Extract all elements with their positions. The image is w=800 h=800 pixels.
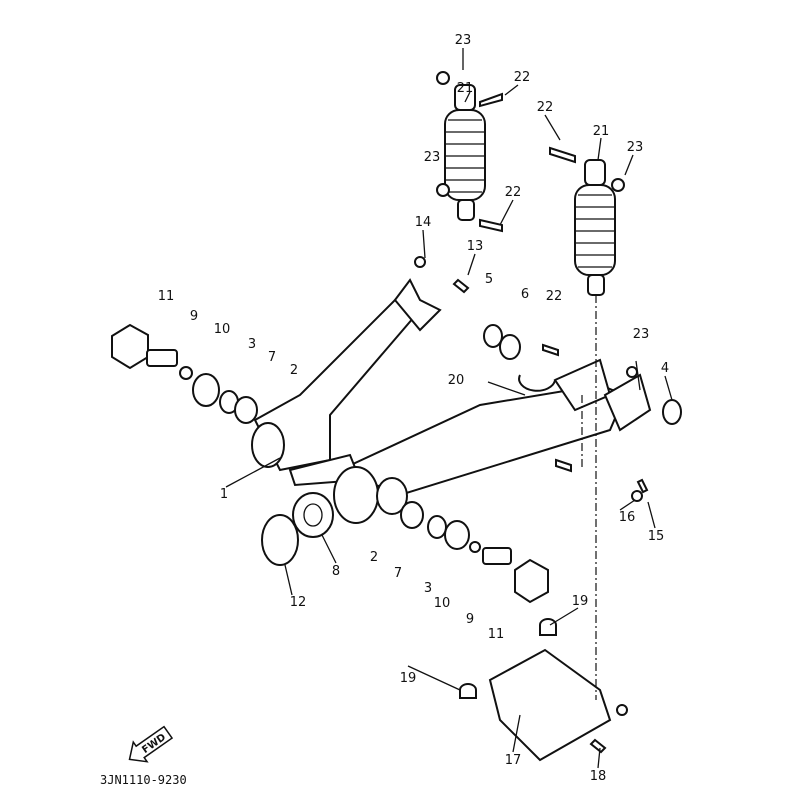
rear-shock-left: [436, 71, 503, 233]
callout: 4: [661, 361, 669, 376]
callout: 2: [290, 363, 298, 378]
callout: 11: [488, 627, 505, 642]
callout: 23: [627, 140, 644, 155]
callout: 22: [514, 70, 531, 85]
fwd-arrow-icon: FWD: [128, 725, 174, 763]
callout: 20: [448, 373, 465, 388]
hardware: [111, 256, 649, 762]
callout: 19: [572, 594, 589, 609]
callout: 23: [455, 33, 472, 48]
callout: 19: [400, 671, 417, 686]
callout: 22: [505, 185, 522, 200]
callout: 11: [158, 289, 175, 304]
callout: 16: [619, 510, 636, 525]
callout: 9: [190, 309, 198, 324]
rear-shock-right: [549, 146, 625, 296]
swingarm: [251, 278, 682, 524]
callout: 18: [590, 769, 607, 784]
part-code: 3JN1110-9230: [100, 773, 187, 787]
callout: 1: [220, 487, 228, 502]
callout: 15: [648, 529, 665, 544]
callout: 3: [248, 337, 256, 352]
callout: 21: [457, 81, 474, 96]
callout: 10: [434, 596, 451, 611]
callout: 22: [546, 289, 563, 304]
callout: 17: [505, 753, 522, 768]
callout: 14: [415, 215, 432, 230]
callout: 5: [485, 272, 493, 287]
callout: 8: [332, 564, 340, 579]
callout: 9: [466, 612, 474, 627]
callout: 23: [633, 327, 650, 342]
callout: 7: [268, 350, 276, 365]
callout: 3: [424, 581, 432, 596]
callout: 10: [214, 322, 231, 337]
callout: 7: [394, 566, 402, 581]
callout: 2: [370, 550, 378, 565]
callout-labels: 23 21 22 23 22 22 21 23 14 13 5 6 22 23 …: [158, 33, 669, 784]
callout: 13: [467, 239, 484, 254]
callout: 23: [424, 150, 441, 165]
callout: 21: [593, 124, 610, 139]
leader-lines: [225, 48, 673, 769]
callout: 6: [521, 287, 529, 302]
callout: 12: [290, 595, 307, 610]
callout: 22: [537, 100, 554, 115]
